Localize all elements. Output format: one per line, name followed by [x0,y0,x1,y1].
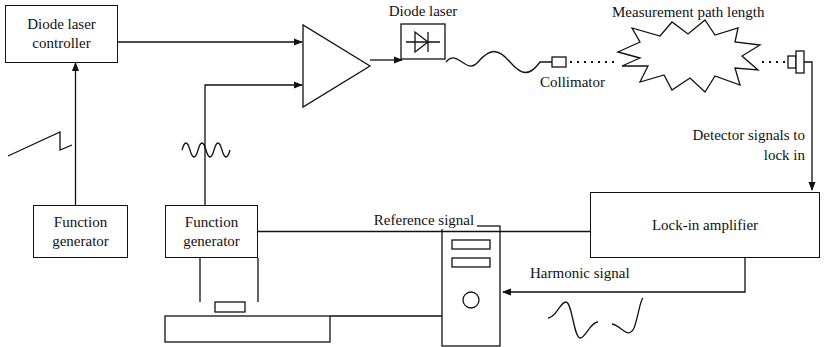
node-label: Diode laser [389,2,458,21]
generator-box: Function generator [165,205,258,258]
node-label: Diode laser controller [12,15,111,53]
connector [258,231,590,232]
controller-box: Diode laser controller [5,5,118,63]
collimator-label: Collimator [540,73,605,93]
diode-laser: Diode laser [388,2,458,74]
node-label: Function generator [40,213,121,251]
path-label: Measurement path length [612,3,764,23]
connector [75,63,76,205]
signal-label: Harmonic signal [530,264,630,284]
node-label: Function generator [172,213,251,251]
detector-label: Detector signals to lock in [620,126,805,165]
diode-symbol [400,23,446,61]
lock-in-box: Lock-in amplifier [590,192,820,258]
node-label: Lock-in amplifier [652,216,758,235]
edge-label: Reference signal [371,211,477,229]
generator-box: Function generator [33,205,128,258]
